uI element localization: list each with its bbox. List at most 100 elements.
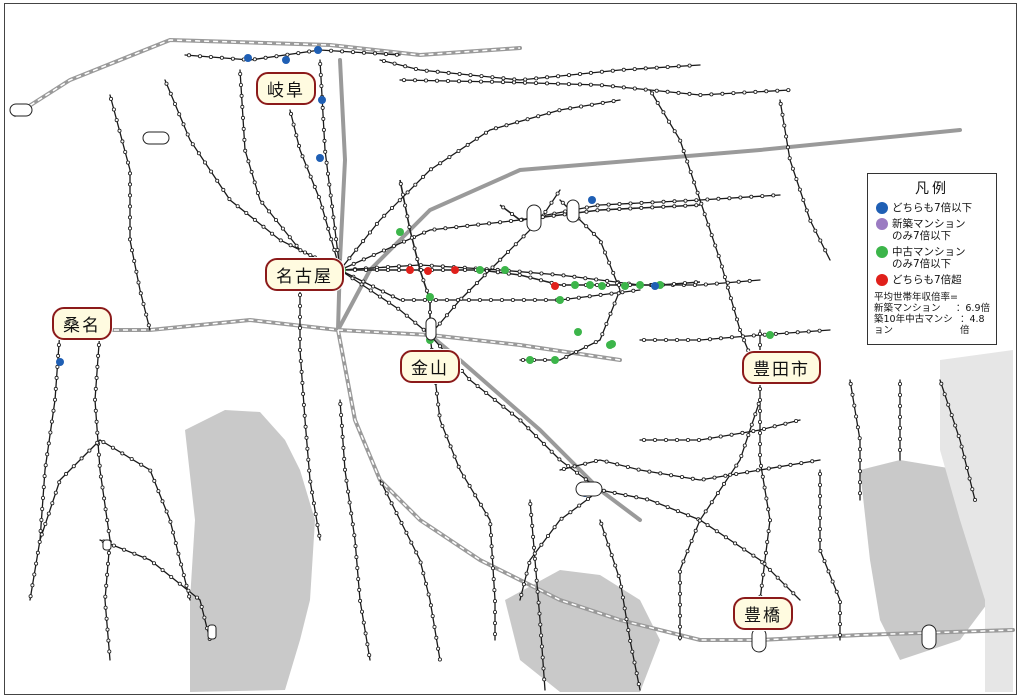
station-tick [653, 337, 658, 342]
station-tick [152, 478, 157, 483]
legend-item-used-under7: 中古マンション のみ7倍以下 [876, 246, 996, 270]
station-tick [321, 116, 326, 121]
station-tick [64, 471, 69, 476]
terminal-boxes [9, 103, 937, 653]
station-tick [650, 91, 655, 96]
station-tick [621, 85, 626, 90]
station-tick [766, 466, 771, 471]
station-tick [599, 83, 604, 88]
station-tick [492, 610, 497, 615]
station-tick [308, 479, 313, 484]
station-tick [342, 456, 347, 461]
station-tick [575, 470, 580, 475]
station-tick [624, 617, 629, 622]
station-tick [144, 312, 149, 317]
station-tick [517, 269, 522, 274]
station-tick [316, 195, 321, 200]
station-tick [787, 156, 792, 161]
station-tick [132, 551, 137, 556]
station-tick [127, 171, 132, 176]
station-tick [762, 426, 767, 431]
city-label-nagoya: 名古屋 [265, 258, 344, 291]
station-tick [171, 530, 176, 535]
station-tick [766, 529, 771, 534]
station-tick [396, 306, 401, 311]
station-tick [695, 190, 700, 195]
station-tick [610, 84, 615, 89]
station-tick [898, 392, 903, 397]
station-tick [705, 197, 710, 202]
station-marker [556, 296, 564, 304]
station-tick [437, 413, 442, 418]
station-tick [616, 291, 621, 296]
station-tick [423, 581, 428, 586]
station-tick [487, 221, 492, 226]
station-tick [647, 469, 652, 474]
station-tick [298, 358, 303, 363]
station-tick [539, 644, 544, 649]
station-tick [898, 436, 903, 441]
station-tick [712, 475, 717, 480]
station-tick [199, 604, 204, 609]
station-tick [784, 134, 789, 139]
station-tick [543, 209, 548, 214]
station-tick [413, 182, 418, 187]
station-tick [43, 463, 48, 468]
station-tick [476, 222, 481, 227]
station-tick [956, 433, 961, 438]
station-tick [636, 467, 641, 472]
station-tick [430, 614, 435, 619]
station-marker [56, 358, 64, 366]
station-tick [422, 230, 427, 235]
station-tick [363, 267, 368, 272]
station-tick [697, 437, 702, 442]
station-tick [440, 267, 445, 272]
station-tick [758, 430, 763, 435]
stats-value: ：4.8倍 [959, 314, 985, 336]
station-tick [346, 489, 351, 494]
station-tick [87, 448, 92, 453]
station-tick [401, 239, 406, 244]
station-tick [246, 159, 251, 164]
station-tick [676, 64, 681, 69]
station-tick [783, 421, 788, 426]
station-tick [625, 464, 630, 469]
station-tick [583, 276, 588, 281]
station-tick [54, 375, 59, 380]
station-tick [413, 320, 418, 325]
station-tick [297, 336, 302, 341]
station-tick [379, 481, 384, 486]
station-tick [509, 411, 514, 416]
station-tick [678, 602, 683, 607]
station-tick [650, 205, 655, 210]
station-tick [177, 112, 182, 117]
station-tick [468, 73, 473, 78]
station-tick [697, 518, 702, 523]
station-tick [509, 211, 514, 216]
station-tick [498, 257, 503, 262]
station-tick [549, 200, 554, 205]
station-tick [654, 88, 659, 93]
station-tick [763, 550, 768, 555]
station-tick [296, 51, 301, 56]
station-tick [273, 217, 278, 222]
station-tick [773, 331, 778, 336]
station-tick [546, 534, 551, 539]
station-tick [817, 328, 822, 333]
station-tick [639, 205, 644, 210]
station-tick [139, 462, 144, 467]
station-tick [783, 583, 788, 588]
station-tick [628, 206, 633, 211]
station-tick [756, 401, 761, 406]
station-tick [95, 364, 100, 369]
station-tick [967, 476, 972, 481]
station-tick [822, 559, 827, 564]
station-tick [620, 290, 625, 295]
station-tick [818, 548, 823, 553]
station-tick [628, 638, 633, 643]
station-tick [709, 92, 714, 97]
station-tick [390, 294, 395, 299]
station-tick [745, 470, 750, 475]
station-tick [794, 177, 799, 182]
station-marker [406, 266, 414, 274]
